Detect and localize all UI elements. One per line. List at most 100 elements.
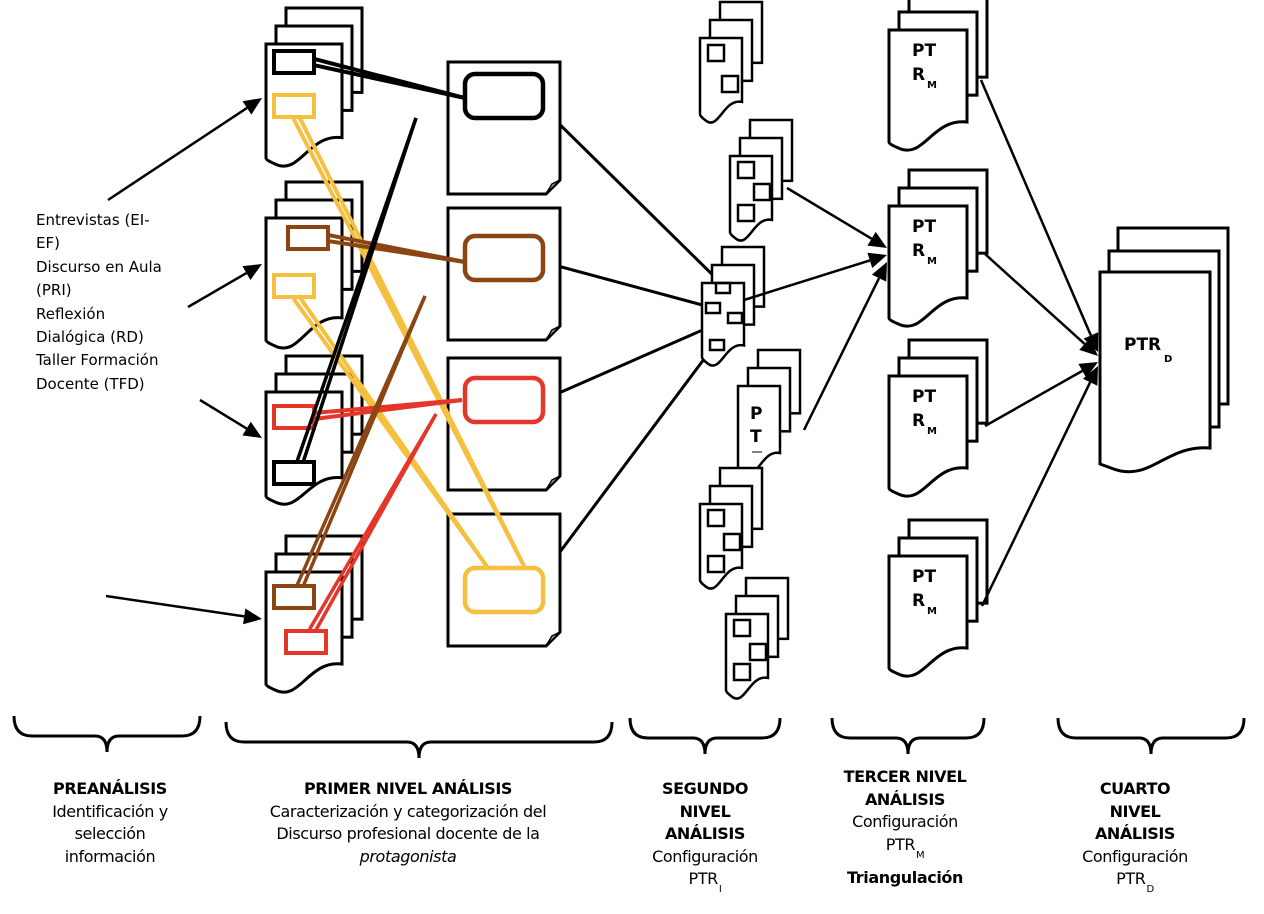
- source-line: Dialógica (RD): [36, 328, 144, 347]
- pt-label: T: [750, 427, 762, 447]
- arrow-shaft: [107, 106, 248, 202]
- square-marker: [704, 301, 722, 315]
- ptr-m-label: PT: [912, 217, 936, 237]
- front-sheet: [887, 28, 969, 152]
- arrow-shaft: [786, 186, 873, 240]
- category-links-layer: [272, 49, 546, 655]
- front-sheet: [264, 390, 344, 506]
- stage-desc-line: Discurso profesional docente de la: [276, 824, 540, 843]
- data-sources-list: Entrevistas (EI- EF) Discurso en Aula (P…: [36, 209, 186, 396]
- ribbon-stroke: [291, 297, 490, 570]
- arrow-head: [243, 608, 262, 625]
- source-line: Reflexión: [36, 304, 106, 323]
- pt-label: P: [750, 404, 762, 424]
- ribbon-stroke: [313, 413, 438, 634]
- category-box: [462, 565, 546, 615]
- front-sheet: [887, 554, 969, 678]
- arrow-to-ptr-m: [802, 262, 887, 431]
- brace-tercer-nivel: [830, 717, 986, 755]
- page-fold: [545, 631, 561, 647]
- square-marker: [708, 338, 726, 352]
- arrow-shaft: [984, 369, 1083, 428]
- front-sheet: [700, 281, 746, 367]
- page-fold: [545, 325, 561, 341]
- code-box: [272, 93, 316, 119]
- front-sheet: [264, 216, 344, 350]
- stage-ptr: PTRI: [630, 868, 780, 902]
- arrow-to-source-4: [105, 594, 262, 625]
- square-marker: [720, 74, 740, 94]
- arrow-shaft: [105, 594, 245, 618]
- arrow-head: [1078, 362, 1098, 378]
- ribbon-stroke: [301, 295, 427, 588]
- arrow-head: [242, 264, 262, 280]
- stage-primer-nivel: PRIMER NIVEL ANÁLISIS Caracterización y …: [218, 778, 598, 868]
- source-line: Entrevistas (EI-: [36, 211, 150, 229]
- stage-title: PREANÁLISIS: [53, 779, 167, 798]
- arrow-head: [867, 231, 887, 248]
- ptr-m-label: PT: [912, 567, 936, 587]
- page-fold: [545, 475, 561, 491]
- ptr-m-label: R: [912, 591, 925, 611]
- interpretive-doc-stack: [700, 245, 766, 367]
- arrow-shaft: [187, 271, 248, 309]
- arrow-shaft: [979, 79, 1093, 336]
- arrow-shaft: [199, 398, 248, 430]
- front-sheet: [887, 374, 969, 498]
- category-page: [446, 60, 562, 196]
- brace-preanalisis: [12, 715, 202, 753]
- stage-config: Configuración: [852, 812, 958, 831]
- braces-layer: [12, 715, 1246, 759]
- stage-cuarto-nivel: CUARTO NIVEL ANÁLISIS Configuración PTRD: [1060, 778, 1210, 902]
- arrow-head: [1079, 338, 1098, 356]
- ptr-m-label: PT: [912, 387, 936, 407]
- arrow-to-source-3: [199, 398, 262, 438]
- connector: [542, 316, 731, 402]
- stage-segundo-nivel: SEGUNDO NIVEL ANÁLISIS Configuración PTR…: [630, 778, 780, 902]
- arrow-head: [867, 252, 887, 269]
- connector: [546, 342, 718, 569]
- stage-title-line: ANÁLISIS: [864, 789, 946, 809]
- category-box: [462, 233, 546, 283]
- code-box: [272, 584, 316, 610]
- stage-title-line: ANÁLISIS: [1094, 824, 1176, 843]
- square-marker: [736, 203, 756, 223]
- arrow-shaft: [802, 277, 881, 431]
- stage-title: PRIMER NIVEL ANÁLISIS: [303, 779, 513, 798]
- category-page: [446, 206, 562, 342]
- ribbon-stroke: [312, 62, 466, 100]
- page-fold: [545, 179, 561, 195]
- ptr-m-doc-stack: [887, 0, 989, 152]
- arrows-layer: [105, 79, 1099, 625]
- stage-ptr: PTRD: [1060, 868, 1210, 902]
- link-yellow-code: [291, 114, 527, 569]
- brace-cuarto-nivel: [1056, 717, 1246, 755]
- stage-triangulation: Triangulación: [847, 868, 963, 887]
- arrow-to-ptr-m: [786, 186, 887, 248]
- code-box: [272, 460, 316, 486]
- link-black-code: [312, 57, 466, 100]
- stage-desc-line: Identificación y: [52, 801, 168, 821]
- square-marker: [706, 43, 726, 63]
- square-marker: [726, 311, 744, 325]
- code-box: [284, 629, 328, 655]
- ptr-label: PTR: [1116, 869, 1146, 888]
- arrow-to-ptr-d: [984, 253, 1098, 356]
- interpretive-doc-stack: [736, 348, 802, 476]
- interpretive-doc-stack: [698, 0, 764, 124]
- stage-config: Configuración: [652, 846, 758, 866]
- arrow-shaft: [980, 381, 1092, 607]
- ptr-d-subscript: D: [1164, 354, 1172, 365]
- brace-segundo-nivel: [628, 717, 782, 755]
- source-line: EF): [36, 234, 60, 253]
- square-marker: [706, 508, 726, 528]
- stage-title-line: NIVEL: [679, 801, 731, 821]
- front-sheet: [724, 612, 770, 700]
- ribbon-stroke: [301, 117, 418, 464]
- arrow-shaft: [984, 253, 1086, 345]
- ptr-label: PTR: [885, 834, 916, 854]
- square-marker: [748, 642, 768, 662]
- ribbon-stroke: [327, 238, 466, 264]
- arrow-head: [242, 98, 262, 115]
